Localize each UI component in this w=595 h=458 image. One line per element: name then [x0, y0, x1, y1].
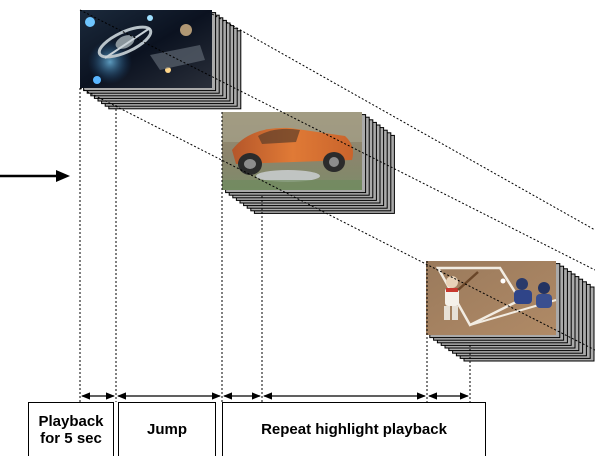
car-scene-frame	[222, 112, 362, 190]
segment-label-playback-line1: Playback	[38, 412, 104, 430]
dotted-guide-lines	[79, 9, 595, 402]
guide-line	[79, 87, 595, 351]
space-scene-frame	[80, 10, 212, 88]
segment-label-jump-text: Jump	[146, 421, 187, 438]
segment-label-playback: Playback for 5 sec	[28, 402, 114, 456]
segment-label-jump: Jump	[118, 402, 216, 456]
baseball-scene-frame	[426, 261, 557, 335]
segment-label-repeat-text: Repeat highlight playback	[261, 421, 447, 438]
segment-label-repeat: Repeat highlight playback	[222, 402, 486, 456]
segment-label-playback-line2: for 5 sec	[40, 429, 102, 447]
guide-line	[79, 9, 595, 271]
input-arrow	[0, 170, 70, 182]
guide-line	[211, 13, 595, 231]
